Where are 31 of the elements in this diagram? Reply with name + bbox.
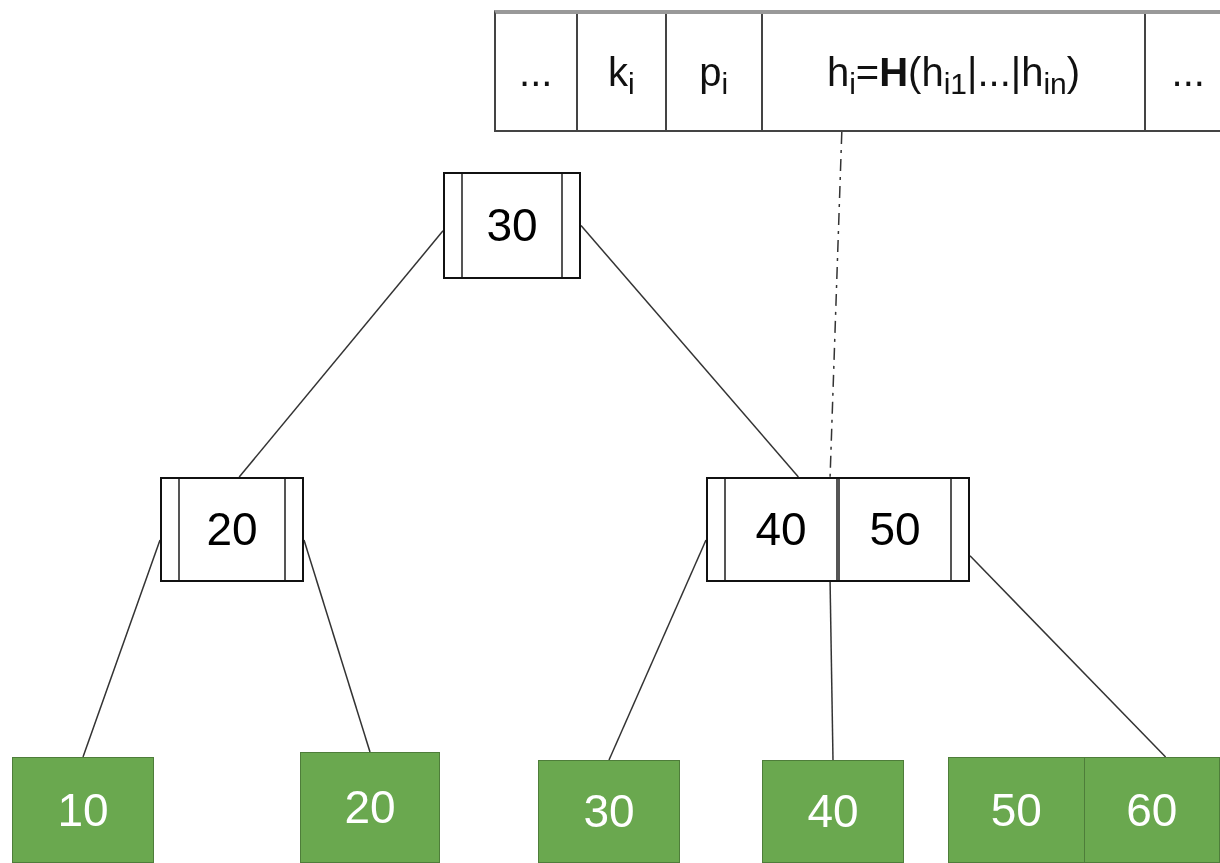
leaf-node — [762, 760, 904, 863]
key-value: 10 — [57, 782, 109, 838]
table-cell: k$_{i}$ — [577, 14, 668, 130]
tree-edge — [969, 555, 1167, 758]
tree-edge — [580, 224, 800, 478]
tree-node — [160, 477, 304, 582]
tree-edge — [238, 230, 444, 478]
table-cell: p$_{i}$ — [667, 14, 763, 130]
leaf-node — [300, 752, 440, 863]
leaf-node — [538, 760, 680, 863]
tree-edge — [829, 581, 834, 761]
table-cell: ... — [496, 14, 578, 130]
key-value: 40 — [755, 502, 807, 557]
leaf-node — [948, 757, 1220, 863]
key-value: 40 — [807, 784, 859, 839]
key-value: 50 — [990, 782, 1042, 838]
leaf-node — [12, 757, 154, 863]
key-value: 50 — [869, 502, 921, 557]
key-value: 20 — [344, 780, 396, 835]
dash-dot-line — [829, 131, 843, 478]
record-table — [494, 10, 1220, 132]
key-value: 30 — [486, 198, 538, 253]
table-cell: h$_{i}$=H(h$_{i1}$|...|h$_{in}$) — [762, 14, 1147, 130]
key-value: 20 — [206, 502, 258, 557]
tree-node — [443, 172, 581, 279]
key-value: 30 — [583, 784, 635, 839]
table-cell: ... — [1146, 14, 1220, 130]
tree-edge — [608, 539, 707, 761]
tree-node — [706, 477, 970, 582]
key-value: 60 — [1126, 782, 1178, 838]
tree-edge — [82, 539, 161, 758]
